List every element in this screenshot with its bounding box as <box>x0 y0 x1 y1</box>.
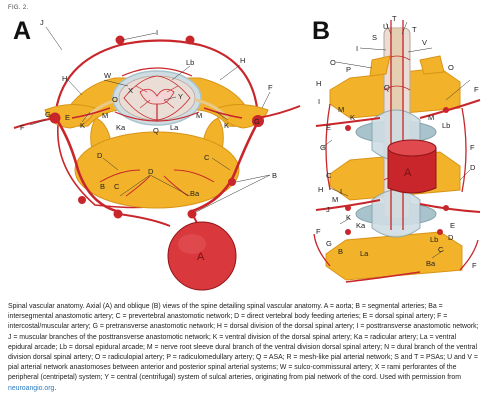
label-b-F-bottom: F <box>472 261 477 270</box>
label-b-A: A <box>404 167 412 179</box>
label-b-U: U <box>383 22 388 31</box>
label-b-F-top: F <box>474 85 479 94</box>
label-b-C-left: C <box>326 171 332 180</box>
label-a-M-left: M <box>102 111 108 120</box>
label-b-E-right: E <box>450 221 455 230</box>
panel-a-letter: A <box>13 17 32 45</box>
label-a-D-center: D <box>148 167 154 176</box>
label-b-I-mid: I <box>318 97 320 106</box>
label-b-M-low: M <box>332 195 338 204</box>
label-a-M-right: M <box>196 111 202 120</box>
label-b-F-low: F <box>316 227 321 236</box>
label-b-H-top: H <box>316 79 321 88</box>
label-b-J: J <box>326 205 330 214</box>
label-b-T-right: T <box>412 25 417 34</box>
label-a-Y: Y <box>178 92 183 101</box>
label-b-C-low: C <box>438 245 444 254</box>
label-b-G-low: G <box>326 239 332 248</box>
figure-caption: Spinal vascular anatomy. Axial (A) and o… <box>8 302 482 394</box>
label-a-I: I <box>156 28 158 37</box>
caption-text: Spinal vascular anatomy. Axial (A) and o… <box>8 303 479 382</box>
label-b-Lb: Lb <box>442 121 450 130</box>
label-a-B-left: B <box>100 182 105 191</box>
caption-end: . <box>54 384 57 392</box>
label-b-I-top: I <box>356 44 358 53</box>
label-b-F-right: F <box>470 143 475 152</box>
label-b-Ba: Ba <box>426 259 436 268</box>
label-a-G-right: G <box>254 117 260 126</box>
label-a-B-right: B <box>272 171 277 180</box>
label-b-G-left: G <box>320 143 326 152</box>
label-b-Q-top: Q <box>384 83 390 92</box>
label-b-K-low: K <box>346 213 351 222</box>
label-a-W: W <box>104 71 112 80</box>
label-b-Ka: Ka <box>356 221 366 230</box>
label-a-D-left: D <box>97 151 103 160</box>
label-b-E-left: E <box>326 123 331 132</box>
label-b-T-top: T <box>392 14 397 23</box>
label-a-Ba: Ba <box>190 189 200 198</box>
label-b-V: V <box>422 38 427 47</box>
label-a-C-left: C <box>114 182 120 191</box>
label-a-O: O <box>112 95 118 104</box>
label-b-D-low: D <box>448 233 454 242</box>
label-a-C-right: C <box>204 153 210 162</box>
label-b-La: La <box>360 249 369 258</box>
label-a-J: J <box>40 18 44 27</box>
label-a-Q: Q <box>153 126 159 135</box>
figure-label: FIG. 2. <box>8 5 29 11</box>
label-a-H-right: H <box>240 56 245 65</box>
label-b-O-top: O <box>330 58 336 67</box>
spine-illustration: J I H H Lb W X O Y Q G G E F F K K M M K… <box>13 14 481 291</box>
label-a-F-right: F <box>268 83 273 92</box>
label-b-P: P <box>346 65 351 74</box>
label-b-O-right: O <box>448 63 454 72</box>
label-a-G-left: G <box>45 110 51 119</box>
label-a-K-left: K <box>80 121 85 130</box>
panel-b-oblique-view: T U T S V I O P O H Q I M K M Lb E F G F… <box>313 14 481 283</box>
label-b-S: S <box>372 33 377 42</box>
label-a-X: X <box>128 86 133 95</box>
label-a-A: A <box>197 251 205 263</box>
label-b-B: B <box>338 247 343 256</box>
label-a-La: La <box>170 123 179 132</box>
label-b-I-low: I <box>340 187 342 196</box>
panel-a-axial-view: J I H H Lb W X O Y Q G G E F F K K M M K… <box>13 18 301 291</box>
label-a-Lb: Lb <box>186 58 194 67</box>
label-a-Ka: Ka <box>116 123 126 132</box>
label-b-M-right: M <box>428 113 434 122</box>
label-a-F-left: F <box>20 123 25 132</box>
panel-b-letter: B <box>312 17 331 45</box>
label-b-K-left: K <box>350 113 355 122</box>
label-b-M-left: M <box>338 105 344 114</box>
label-a-H-left: H <box>62 74 67 83</box>
neuroangio-link[interactable]: neuroangio.org <box>8 384 55 392</box>
label-a-K-right: K <box>224 121 229 130</box>
label-a-E: E <box>65 113 70 122</box>
label-b-Lb-low: Lb <box>430 235 438 244</box>
label-b-H-low: H <box>318 185 323 194</box>
label-b-D: D <box>470 163 476 172</box>
